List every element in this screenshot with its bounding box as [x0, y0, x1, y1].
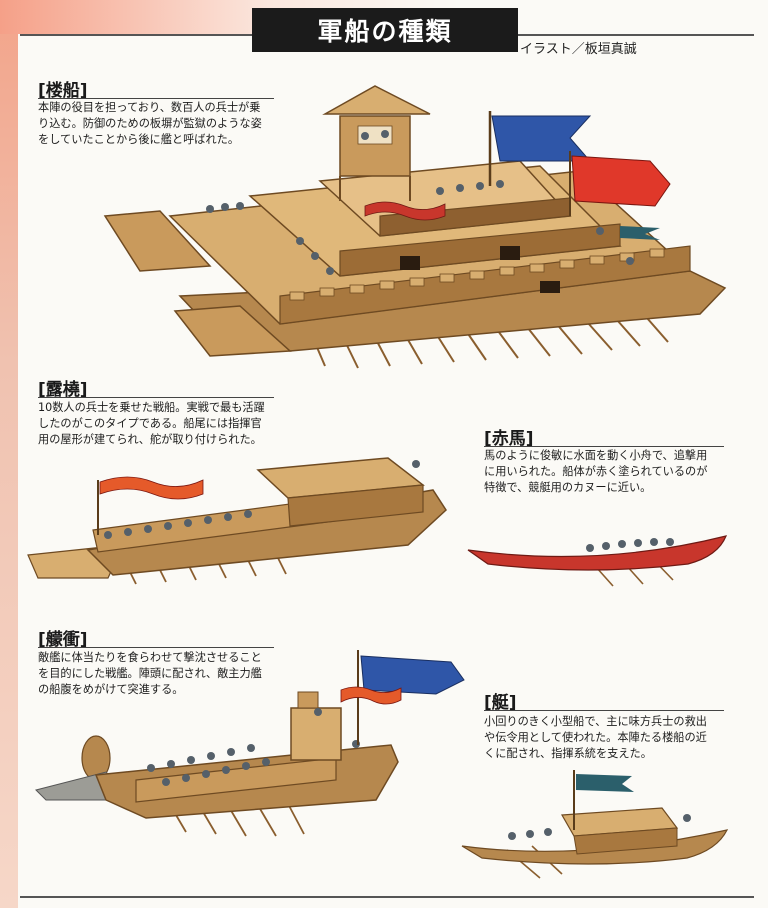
left-color-strip — [0, 0, 18, 908]
section-rule-rotou — [38, 397, 274, 398]
illustrator-credit: イラスト／板垣真誠 — [520, 42, 637, 57]
rousen-illustration — [103, 85, 727, 369]
section-text-rousen: 本陣の役目を担っており、数百人の兵士が乗 り込む。防御のための板塀が監獄のような… — [38, 101, 262, 146]
section-text-moushou: 敵艦に体当たりを食らわせて撃沈させること を目的にした戦艦。陣頭に配され、敵主力… — [38, 651, 262, 696]
top-frame-line-right — [518, 34, 754, 36]
section-rule-sekiba — [484, 446, 724, 447]
section-title-rotou: [露橈] — [38, 380, 88, 400]
sekiba-illustration — [467, 535, 727, 587]
section-text-rotou: 10数人の兵士を乗せた戦船。実戦で最も活躍 したのがこのタイプである。船尾には指… — [38, 401, 265, 446]
section-text-tei: 小回りのきく小型船で、主に味方兵士の救出 や伝令用として使われた。本陣たる楼船の… — [484, 715, 707, 760]
section-title-rousen: [楼船] — [38, 81, 88, 101]
section-title-tei: [艇] — [484, 693, 517, 713]
section-text-sekiba: 馬のように俊敏に水面を動く小舟で、追撃用 に用いられた。船体が赤く塗られているの… — [484, 449, 708, 494]
section-title-moushou: [艨衝] — [38, 630, 88, 650]
moushou-illustration — [35, 650, 465, 837]
bottom-frame-line — [20, 896, 754, 898]
section-rule-rousen — [38, 98, 274, 99]
section-rule-moushou — [38, 647, 274, 648]
section-rule-tei — [484, 710, 724, 711]
section-title-sekiba: [赤馬] — [484, 429, 534, 449]
tei-illustration — [461, 770, 729, 879]
rotou-illustration — [27, 457, 447, 585]
page-title: 軍船の種類 — [252, 8, 518, 52]
top-frame-line — [20, 34, 252, 36]
